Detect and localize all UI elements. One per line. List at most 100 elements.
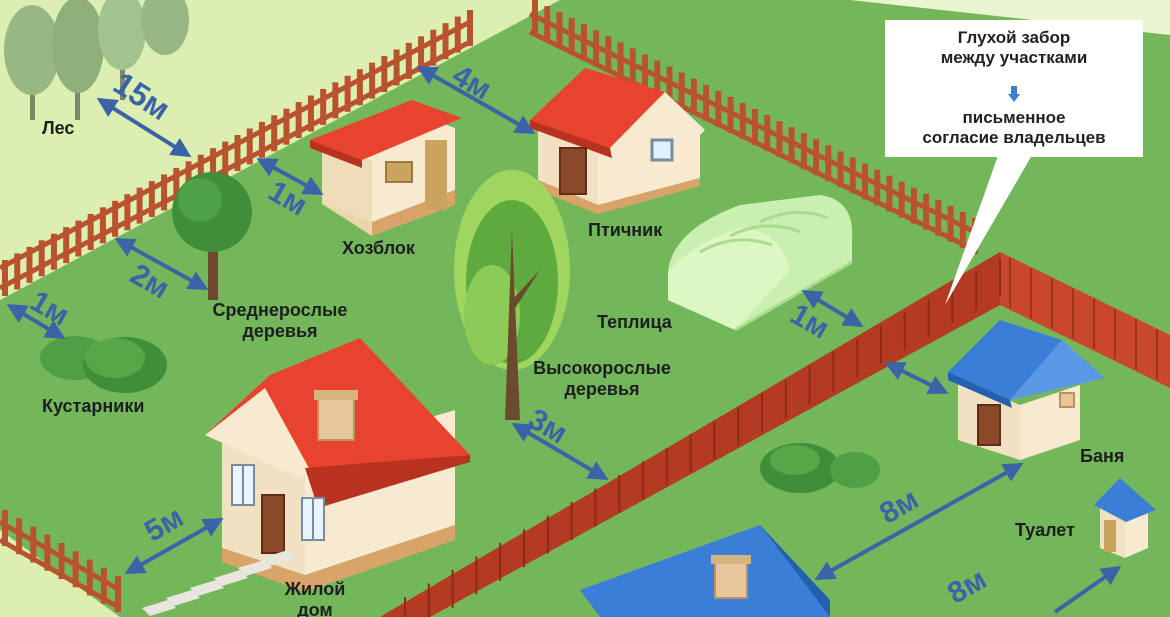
path-stone <box>166 590 200 606</box>
label-tall-trees-line2: деревья <box>564 379 640 399</box>
poultry-house <box>530 68 705 214</box>
arrow-down-icon <box>1008 86 1020 102</box>
fence-picket <box>2 260 8 296</box>
label-toilet: Туалет <box>1015 520 1075 540</box>
dwelling-house <box>205 338 470 592</box>
fence-picket <box>246 128 253 165</box>
fence-picket <box>50 233 57 270</box>
fence-picket <box>173 167 180 204</box>
label-shrubs: Кустарники <box>42 396 145 416</box>
top-field <box>0 0 1170 35</box>
fence-picket <box>344 75 351 112</box>
solid-fence-note: Глухой забор между участками письменное … <box>885 20 1143 157</box>
solid-fence <box>380 252 1170 617</box>
fence-picket <box>161 174 168 211</box>
fence-picket <box>295 102 302 139</box>
fence-picket <box>75 220 82 257</box>
label-medium-trees: Среднерослые деревья <box>190 300 370 342</box>
fence-picket <box>307 95 314 132</box>
label-house: Жилой дом <box>270 579 360 617</box>
picket-fence <box>0 0 978 612</box>
fence-picket <box>874 169 881 206</box>
tall-tree <box>454 170 570 420</box>
fence-picket <box>556 12 563 49</box>
callout-pointer <box>945 150 1035 305</box>
fence-picket <box>678 72 685 109</box>
fence-picket <box>629 48 636 85</box>
fence-picket <box>58 543 65 579</box>
path-stone <box>214 570 248 586</box>
note-line-1: Глухой забор <box>957 28 1071 47</box>
fence-picket <box>752 109 758 145</box>
fence-picket <box>654 60 661 97</box>
label-forest: Лес <box>42 118 75 138</box>
label-medium-trees-line1: Среднерослые <box>212 300 348 320</box>
fence-picket <box>532 0 538 36</box>
fence-picket <box>148 181 155 218</box>
fence-picket <box>99 207 106 244</box>
fence-picket <box>44 534 51 571</box>
path-stone <box>190 580 224 596</box>
fence-picket <box>14 253 21 290</box>
fence-picket <box>617 42 624 79</box>
fence-picket <box>356 69 363 106</box>
note-line-3: письменное <box>962 108 1066 127</box>
fence-picket <box>197 154 204 191</box>
fence-picket <box>124 194 131 231</box>
fence-picket <box>764 115 771 152</box>
fence-picket <box>467 10 473 46</box>
fence-picket <box>234 135 241 171</box>
forest-icon <box>4 0 189 120</box>
label-tall-trees: Высокорослые деревья <box>512 358 692 400</box>
fence-picket <box>580 24 587 61</box>
fence-picket <box>16 518 23 555</box>
fence-picket <box>642 54 648 91</box>
fence-picket <box>544 6 551 43</box>
fence-picket <box>935 199 942 236</box>
fence-picket <box>837 151 844 188</box>
fence-picket <box>72 551 79 588</box>
fence-picket <box>788 127 795 164</box>
fence-picket <box>568 18 575 55</box>
fence-picket <box>739 102 746 139</box>
fence-picket <box>283 108 290 145</box>
fence-picket <box>271 115 278 152</box>
fence-picket <box>87 213 94 250</box>
fence-picket <box>605 36 612 73</box>
shrubs <box>40 336 167 393</box>
fence-picket <box>418 36 425 73</box>
path-stone <box>238 560 272 576</box>
fence-picket <box>405 42 412 79</box>
label-tall-trees-line1: Высокорослые <box>533 358 671 378</box>
fence-picket <box>332 82 339 119</box>
note-line-2: между участками <box>940 48 1088 67</box>
fence-picket <box>86 559 93 596</box>
fence-picket <box>63 227 70 264</box>
fence-picket <box>369 62 376 99</box>
fence-picket <box>100 567 107 604</box>
label-shed: Хозблок <box>342 238 415 258</box>
note-line-4: согласие владельцев <box>922 128 1106 147</box>
fence-picket <box>210 148 217 185</box>
fence-picket <box>923 193 930 230</box>
fence-picket <box>813 139 820 176</box>
fence-picket <box>430 29 437 66</box>
fence-picket <box>115 576 121 612</box>
path-stone <box>262 550 296 566</box>
label-greenhouse: Теплица <box>597 312 672 332</box>
fence-picket <box>454 16 461 53</box>
fence-picket <box>825 145 832 182</box>
fence-picket <box>393 49 400 86</box>
fence-picket <box>947 205 954 242</box>
fence-picket <box>442 23 449 60</box>
garden-path <box>142 550 296 616</box>
fence-picket <box>136 187 143 224</box>
fence-picket <box>320 88 327 125</box>
fence-picket <box>886 175 893 212</box>
fence-picket <box>185 161 192 198</box>
fence-picket <box>666 66 673 103</box>
toilet-building <box>1094 478 1156 558</box>
fence-picket <box>715 90 722 127</box>
fence-picket <box>222 141 229 178</box>
